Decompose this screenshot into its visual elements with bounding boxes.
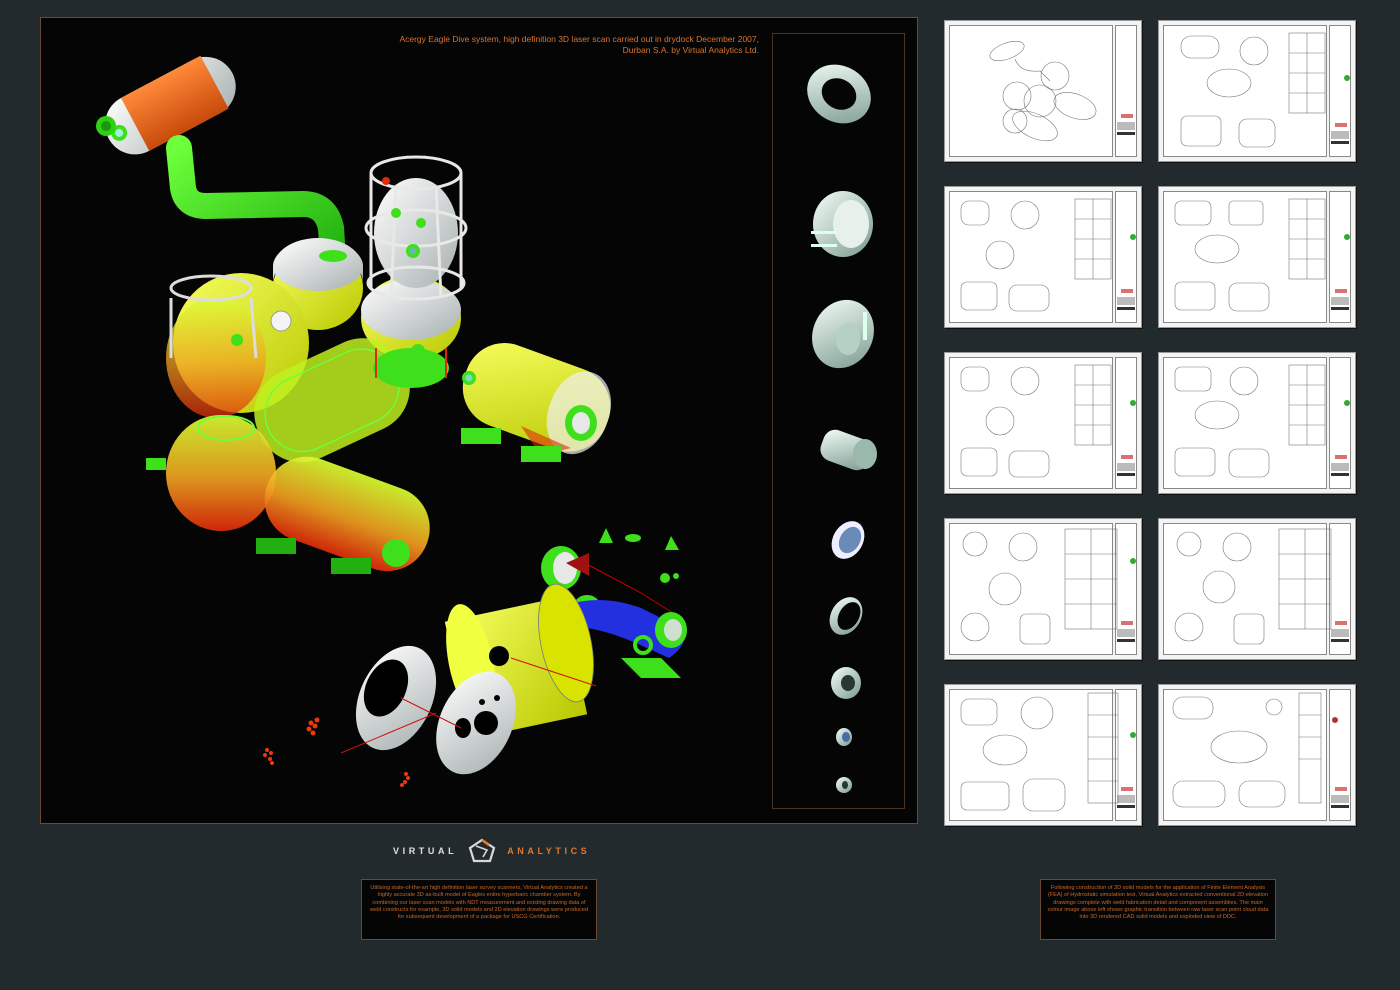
- drawing-sheet-9[interactable]: [944, 684, 1142, 826]
- drawing-sheet-5[interactable]: [944, 352, 1142, 494]
- part-flange-ring: [807, 64, 871, 124]
- logo-word-analytics: ANALYTICS: [507, 846, 591, 856]
- part-hatch-door: [811, 191, 873, 257]
- drawing-sheet-1[interactable]: [944, 20, 1142, 162]
- drawing-sheet-10[interactable]: [1158, 684, 1356, 826]
- diving-bell: [361, 155, 468, 360]
- part-small-ring: [836, 777, 852, 793]
- part-clamp-ring: [829, 597, 863, 635]
- component-parts-strip: [772, 33, 905, 809]
- logo-word-virtual: VIRTUAL: [393, 846, 458, 856]
- point-cloud-sphere: [146, 415, 276, 531]
- exploded-ddc: [340, 528, 687, 775]
- caption-line-2: Durban S.A. by Virtual Analytics Ltd.: [622, 45, 759, 55]
- main-render-panel: Acergy Eagle Dive system, high definitio…: [40, 17, 918, 824]
- virtual-analytics-logo: VIRTUAL ANALYTICS: [393, 838, 591, 863]
- description-left: Utilising state-of-the-art high definiti…: [361, 879, 597, 940]
- drawing-sheet-4[interactable]: [1158, 186, 1356, 328]
- drawing-sheet-2[interactable]: [1158, 20, 1356, 162]
- caption-line-1: Acergy Eagle Dive system, high definitio…: [399, 34, 759, 44]
- drawing-sheet-7[interactable]: [944, 518, 1142, 660]
- part-seal-ring-glass: [831, 521, 865, 559]
- part-small-seal: [836, 728, 852, 746]
- scan-caption: Acergy Eagle Dive system, high definitio…: [379, 34, 759, 56]
- orange-chamber: [105, 55, 236, 155]
- drawing-sheet-8[interactable]: [1158, 518, 1356, 660]
- drawing-sheet-3[interactable]: [944, 186, 1142, 328]
- scattered-bolts: [263, 717, 410, 787]
- part-viewport-assembly: [812, 299, 874, 369]
- 3d-scan-render: [41, 18, 919, 825]
- drawing-sheet-6[interactable]: [1158, 352, 1356, 494]
- part-bolted-flange: [831, 667, 861, 699]
- pentagon-swirl-logo-icon: [468, 838, 496, 863]
- description-right: Following construction of 3D solid model…: [1040, 879, 1276, 940]
- part-penetrator-body: [820, 429, 877, 471]
